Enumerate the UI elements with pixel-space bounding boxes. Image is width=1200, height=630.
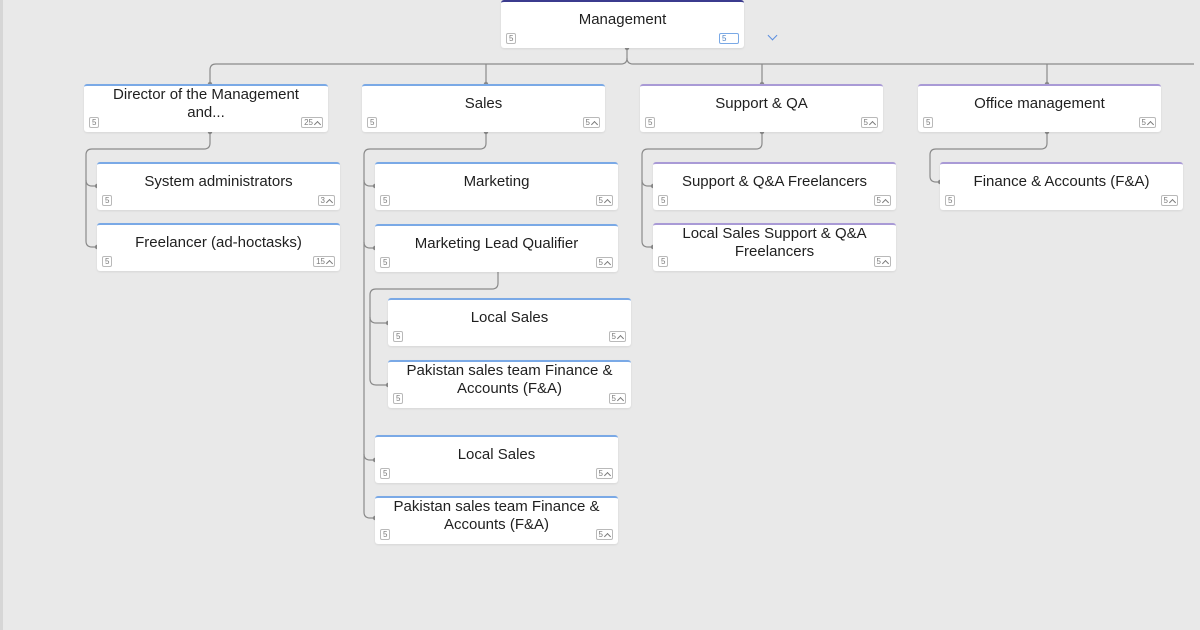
node-title: Finance & Accounts (F&A) [973, 173, 1150, 190]
org-node-pakistan-sales-team[interactable]: Pakistan sales team Finance & Accounts (… [375, 496, 618, 544]
chevron-up-icon [590, 120, 599, 128]
org-node-freelancer[interactable]: Freelancer (ad-hoctasks) 5 15 [97, 223, 340, 271]
node-count-badge: 5 [658, 195, 669, 206]
node-title: Freelancer (ad-hoctasks) [135, 234, 302, 251]
node-count-badge: 5 [380, 195, 391, 206]
org-node-marketing[interactable]: Marketing 5 5 [375, 162, 618, 210]
node-reports-badge[interactable]: 5 [608, 393, 626, 404]
node-count-badge: 5 [380, 257, 391, 268]
node-reports-badge[interactable]: 3 [317, 195, 335, 206]
node-title: Local Sales [470, 309, 549, 326]
node-title: Local Sales Support & Q&A Freelancers [682, 225, 867, 260]
chevron-up-icon [603, 471, 612, 479]
chevron-up-icon [313, 120, 322, 128]
chevron-up-icon [1168, 198, 1177, 206]
node-count-badge: 5 [89, 117, 100, 128]
node-title: Marketing [463, 173, 530, 190]
chevron-up-icon [1146, 120, 1155, 128]
org-node-management[interactable]: Management 5 5 [501, 0, 744, 48]
node-title: System administrators [144, 173, 293, 190]
node-count-badge: 5 [102, 195, 113, 206]
node-count-badge: 5 [506, 33, 517, 44]
node-count-badge: 5 [367, 117, 378, 128]
node-reports-badge[interactable]: 5 [1138, 117, 1156, 128]
node-title: Management [578, 11, 667, 28]
chevron-up-icon [881, 198, 890, 206]
node-reports-badge[interactable]: 5 [595, 468, 613, 479]
chevron-up-icon [603, 532, 612, 540]
node-title: Office management [974, 95, 1105, 112]
node-count-badge: 5 [945, 195, 956, 206]
org-node-system-administrators[interactable]: System administrators 5 3 [97, 162, 340, 210]
org-node-director[interactable]: Director of the Management and... 5 25 [84, 84, 328, 132]
node-reports-badge[interactable]: 15 [313, 256, 335, 267]
node-count-badge: 5 [393, 331, 404, 342]
node-reports-badge[interactable]: 5 [873, 256, 891, 267]
node-reports-badge[interactable]: 5 [595, 257, 613, 268]
node-count-badge: 5 [380, 529, 391, 540]
node-title: Pakistan sales team Finance & Accounts (… [393, 498, 600, 533]
node-reports-badge[interactable]: 5 [582, 117, 600, 128]
node-reports-badge[interactable]: 5 [595, 529, 613, 540]
org-node-marketing-lead-qualifier[interactable]: Marketing Lead Qualifier 5 5 [375, 224, 618, 272]
org-node-support-qa[interactable]: Support & QA 5 5 [640, 84, 883, 132]
chevron-up-icon [603, 260, 612, 268]
canvas-border [0, 0, 3, 630]
node-reports-badge[interactable]: 5 [873, 195, 891, 206]
node-count-badge: 5 [393, 393, 404, 404]
node-count-badge: 5 [645, 117, 656, 128]
chevron-up-icon [325, 198, 334, 206]
org-node-local-sales[interactable]: Local Sales 5 5 [375, 435, 618, 483]
org-node-local-sales[interactable]: Local Sales 5 5 [388, 298, 631, 346]
node-reports-badge[interactable]: 25 [301, 117, 323, 128]
org-node-sales[interactable]: Sales 5 5 [362, 84, 605, 132]
node-title: Support & QA [715, 95, 808, 112]
chevron-up-icon [616, 396, 625, 404]
node-count-badge: 5 [380, 468, 391, 479]
node-title: Local Sales [457, 446, 536, 463]
node-reports-badge[interactable]: 5 [595, 195, 613, 206]
node-reports-badge[interactable]: 5 [860, 117, 878, 128]
node-reports-badge[interactable]: 5 [608, 331, 626, 342]
node-title: Marketing Lead Qualifier [414, 235, 579, 252]
chevron-up-icon [881, 259, 890, 267]
node-title: Sales [464, 95, 503, 112]
node-reports-badge[interactable]: 5 [719, 33, 739, 44]
org-node-support-freelancers[interactable]: Support & Q&A Freelancers 5 5 [653, 162, 896, 210]
org-node-office-management[interactable]: Office management 5 5 [918, 84, 1161, 132]
org-node-pakistan-sales-team[interactable]: Pakistan sales team Finance & Accounts (… [388, 360, 631, 408]
node-title: Support & Q&A Freelancers [681, 173, 868, 190]
node-title: Director of the Management and... [113, 86, 299, 121]
node-count-badge: 5 [923, 117, 934, 128]
node-count-badge: 5 [658, 256, 669, 267]
chevron-up-icon [616, 334, 625, 342]
node-reports-badge[interactable]: 5 [1160, 195, 1178, 206]
org-node-local-sales-support[interactable]: Local Sales Support & Q&A Freelancers 5 … [653, 223, 896, 271]
chevron-up-icon [325, 259, 334, 267]
chevron-up-icon [868, 120, 877, 128]
node-count-badge: 5 [102, 256, 113, 267]
org-node-finance-accounts[interactable]: Finance & Accounts (F&A) 5 5 [940, 162, 1183, 210]
node-title: Pakistan sales team Finance & Accounts (… [406, 362, 613, 397]
chevron-up-icon [603, 198, 612, 206]
